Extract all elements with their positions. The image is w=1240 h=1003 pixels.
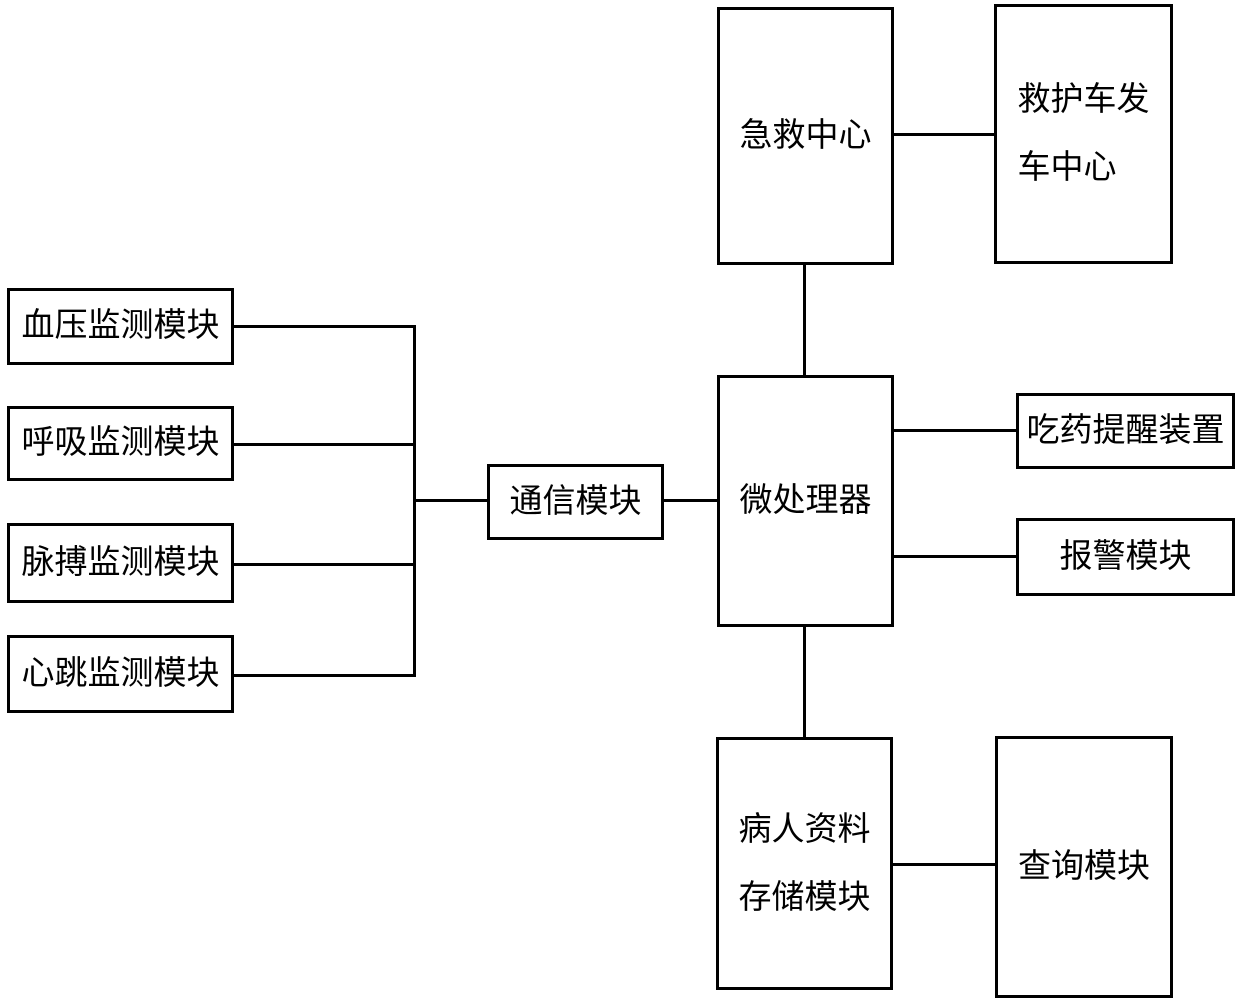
node-label-line1: 病人资料	[738, 811, 871, 848]
node-microprocessor: 微处理器	[717, 375, 894, 627]
node-label: 病人资料 存储模块	[739, 796, 871, 932]
node-label: 救护车发 车中心	[1018, 66, 1150, 202]
connector-respiration-to-bus	[234, 443, 415, 446]
node-label: 微处理器	[739, 482, 872, 519]
node-label: 报警模块	[1059, 538, 1192, 575]
node-label-line2: 车中心	[1017, 150, 1117, 186]
connector-microprocessor-to-emergency-center	[803, 265, 806, 375]
node-label: 查询模块	[1018, 848, 1150, 885]
node-label-line2: 存储模块	[738, 879, 871, 916]
connector-microprocessor-to-patient-storage	[803, 627, 806, 737]
connector-patient-storage-to-query	[893, 863, 995, 866]
connector-blood-pressure-to-bus	[234, 325, 415, 328]
node-alarm-module: 报警模块	[1016, 518, 1235, 596]
connector-communication-to-microprocessor	[664, 499, 717, 502]
node-query-module: 查询模块	[995, 736, 1173, 998]
node-label: 吃药提醒装置	[1026, 412, 1225, 449]
connector-emergency-center-to-ambulance-dispatch	[894, 133, 994, 136]
node-label: 脉搏监测模块	[21, 544, 220, 581]
node-heartbeat-monitor-module: 心跳监测模块	[7, 635, 234, 713]
node-medicine-reminder-device: 吃药提醒装置	[1016, 393, 1235, 469]
node-emergency-center: 急救中心	[717, 7, 894, 265]
node-label: 呼吸监测模块	[21, 425, 220, 462]
node-label-line1: 救护车发	[1017, 82, 1150, 118]
node-communication-module: 通信模块	[487, 464, 664, 540]
connector-microprocessor-to-alarm	[894, 555, 1016, 558]
node-label: 通信模块	[509, 483, 642, 520]
node-patient-data-storage-module: 病人资料 存储模块	[716, 737, 893, 990]
node-ambulance-dispatch-center: 救护车发 车中心	[994, 4, 1173, 264]
node-label: 心跳监测模块	[21, 655, 220, 692]
node-label: 血压监测模块	[21, 308, 220, 345]
node-label: 急救中心	[739, 117, 872, 154]
connector-pulse-to-bus	[234, 563, 415, 566]
node-pulse-monitor-module: 脉搏监测模块	[7, 523, 234, 603]
connector-bus-to-communication	[413, 499, 487, 502]
node-respiration-monitor-module: 呼吸监测模块	[7, 406, 234, 481]
node-blood-pressure-monitor-module: 血压监测模块	[7, 288, 234, 365]
connector-heartbeat-to-bus	[234, 674, 415, 677]
connector-microprocessor-to-medicine-reminder	[894, 429, 1016, 432]
